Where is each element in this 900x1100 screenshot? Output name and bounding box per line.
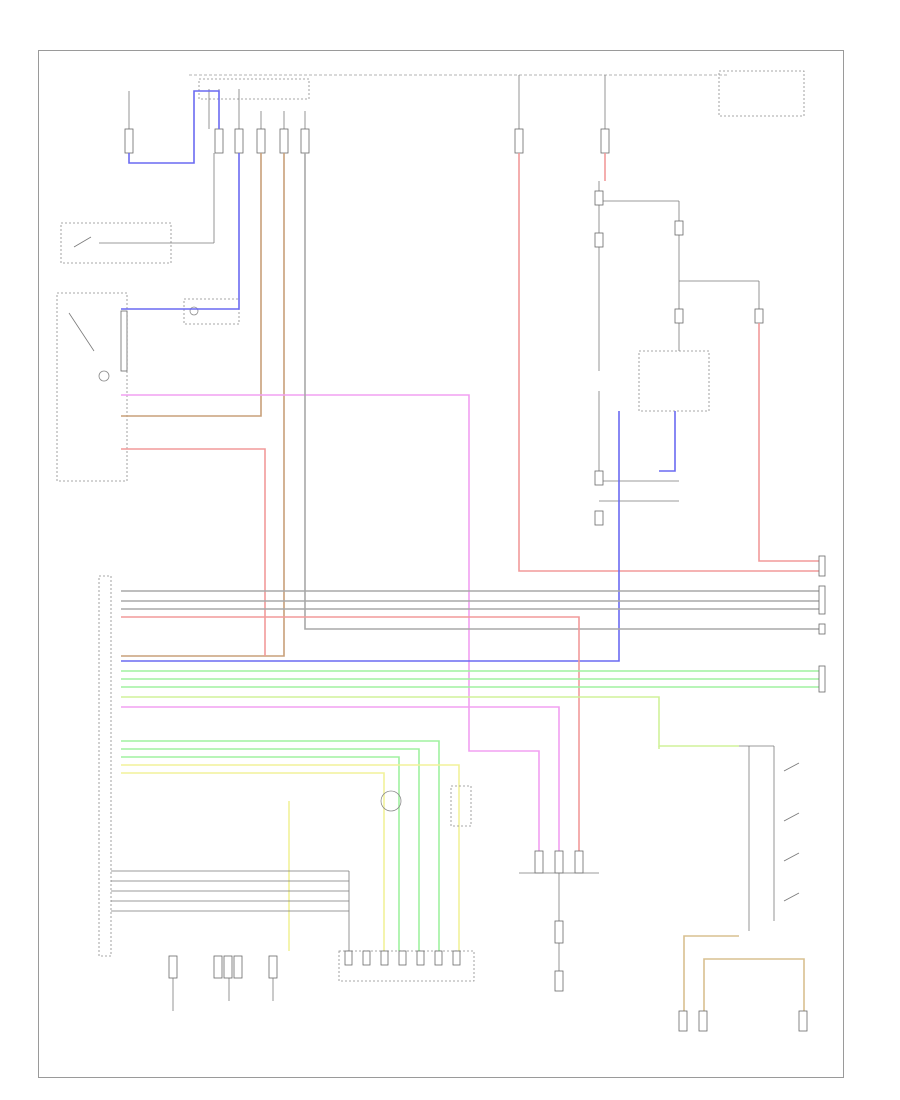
ignition-switch (60, 153, 215, 264)
vehicle-speed-sensor (519, 850, 599, 971)
wires (121, 90, 819, 1011)
shift-lock-solenoid (380, 785, 472, 827)
transmission-control-module (98, 575, 350, 957)
ground-points (168, 955, 808, 1032)
park-neutral-position-switch (338, 950, 475, 982)
combination-meter (56, 292, 128, 482)
stop-lamp-switch (594, 181, 764, 526)
wiring-diagram (56, 70, 826, 1032)
fuse-block-top-right (718, 70, 805, 117)
overdrive-switch (739, 745, 800, 931)
right-terminal-markers (818, 555, 826, 693)
fuse-block-top-center (518, 75, 606, 129)
top-connectors (124, 128, 610, 154)
brake-light-switch (183, 298, 240, 325)
diagram-frame (38, 50, 844, 1078)
